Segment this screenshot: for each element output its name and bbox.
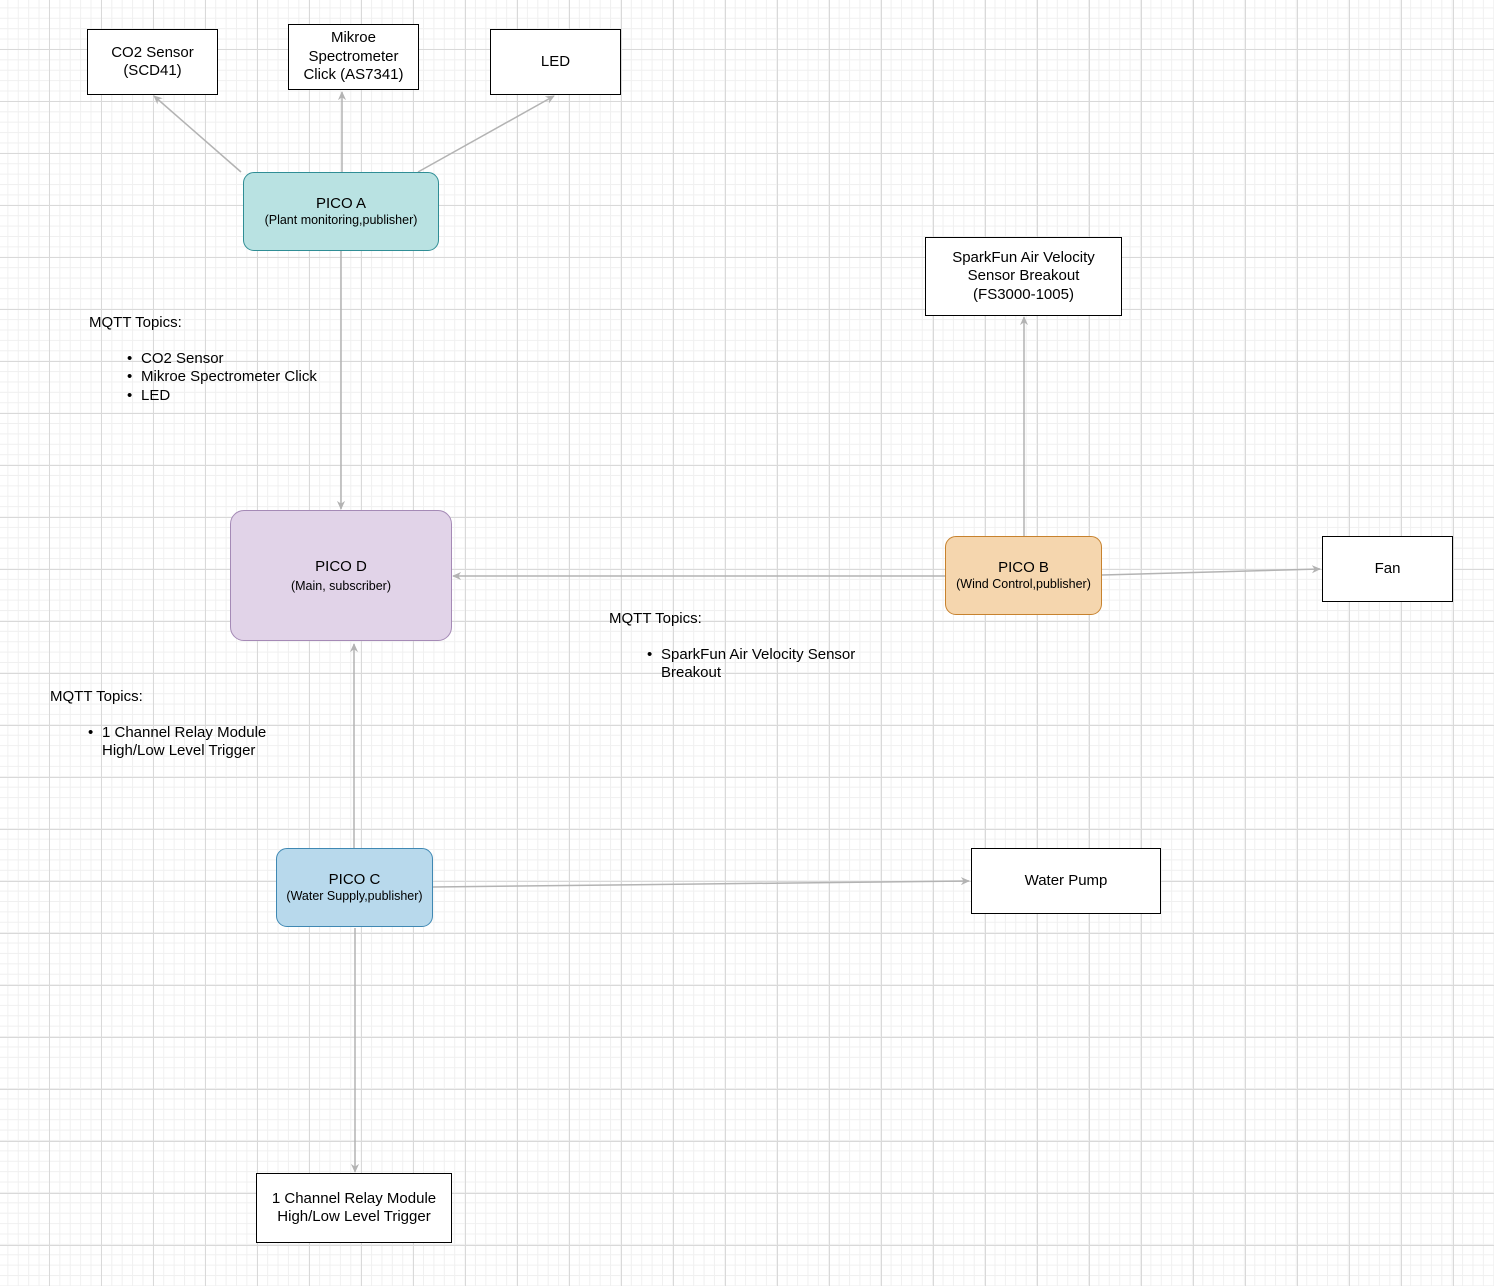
topic-item-line2: High/Low Level Trigger [102,742,256,759]
pico-a-title: PICO A [315,195,367,212]
pico-c-topics-list: 1 Channel Relay Module High/Low Level Tr… [88,724,266,761]
water-pump-node[interactable]: Water Pump [971,848,1161,914]
edge-pico-a-to-co2-sensor [153,95,242,173]
pico-c-title: PICO C [328,871,381,888]
co2-sensor-node[interactable]: CO2 Sensor (SCD41) [87,29,218,95]
led-label: LED [540,52,571,70]
pico-d-subtitle: (Main, subscriber) [290,578,392,593]
topic-item: CO2 Sensor [127,350,317,369]
pico-c-node[interactable]: PICO C (Water Supply,publisher) [276,848,433,927]
pico-c-subtitle: (Water Supply,publisher) [286,889,423,903]
topic-item: Mikroe Spectrometer Click [127,368,317,387]
pico-d-title: PICO D [315,557,367,575]
pico-a-node[interactable]: PICO A (Plant monitoring,publisher) [243,172,439,251]
relay-module-node[interactable]: 1 Channel Relay Module High/Low Level Tr… [256,1173,452,1243]
spectrometer-label-line2: Spectrometer [308,47,399,65]
fan-label: Fan [1374,559,1401,577]
pico-a-topics-heading: MQTT Topics: [89,314,182,331]
pico-a-subtitle: (Plant monitoring,publisher) [264,213,418,227]
pico-b-topics-list: SparkFun Air Velocity Sensor Breakout [647,646,855,683]
air-velocity-label-line1: SparkFun Air Velocity [952,248,1095,266]
pico-c-topics-heading: MQTT Topics: [50,688,143,705]
pico-c-mqtt-topics-note: MQTT Topics: 1 Channel Relay Module High… [50,688,266,761]
relay-label-line2: High/Low Level Trigger [277,1208,431,1225]
air-velocity-label-line3: (FS3000-1005) [973,285,1074,303]
co2-sensor-label-line1: CO2 Sensor [111,43,194,61]
spectrometer-label-line1: Mikroe [330,29,376,47]
pico-b-topics-heading: MQTT Topics: [609,610,702,627]
topic-item: SparkFun Air Velocity Sensor Breakout [647,646,855,683]
pico-b-title: PICO B [998,559,1049,576]
co2-sensor-label-line2: (SCD41) [123,62,182,79]
spectrometer-node[interactable]: Mikroe Spectrometer Click (AS7341) [288,24,419,90]
water-pump-label: Water Pump [1024,871,1108,889]
edge-pico-a-to-led [417,95,555,173]
edge-pico-c-to-water-pump [432,877,970,888]
topic-item: 1 Channel Relay Module High/Low Level Tr… [88,724,266,761]
pico-a-mqtt-topics-note: MQTT Topics: CO2 Sensor Mikroe Spectrome… [89,314,317,405]
pico-b-mqtt-topics-note: MQTT Topics: SparkFun Air Velocity Senso… [609,610,855,683]
spectrometer-label-line3: Click (AS7341) [303,66,404,84]
air-velocity-label-line2: Sensor Breakout [967,267,1080,285]
air-velocity-sensor-node[interactable]: SparkFun Air Velocity Sensor Breakout (F… [925,237,1122,316]
pico-b-node[interactable]: PICO B (Wind Control,publisher) [945,536,1102,615]
topic-item-line2: Breakout [661,664,722,681]
pico-b-subtitle: (Wind Control,publisher) [956,577,1091,591]
pico-a-topics-list: CO2 Sensor Mikroe Spectrometer Click LED [127,350,317,406]
relay-label-line1: 1 Channel Relay Module [271,1189,437,1207]
pico-d-node[interactable]: PICO D (Main, subscriber) [230,510,452,641]
topic-item-line1: SparkFun Air Velocity Sensor [661,645,856,663]
fan-node[interactable]: Fan [1322,536,1453,602]
topic-item-line1: 1 Channel Relay Module [102,723,267,741]
topic-item: LED [127,387,317,406]
led-node[interactable]: LED [490,29,621,95]
edge-pico-b-to-fan [1101,565,1321,576]
